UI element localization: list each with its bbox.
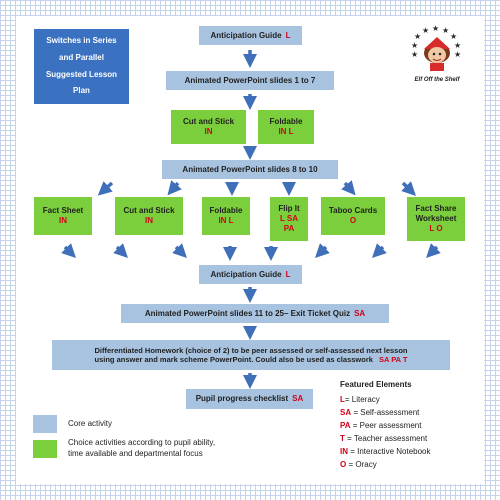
fact-sheet-label: Fact Sheet <box>42 206 84 215</box>
powerpoint-slides-11-25-label: Animated PowerPoint slides 11 to 25– Exi… <box>144 308 351 318</box>
key-peer-assessment-code: PA <box>340 421 351 430</box>
fact-sheet-tag: IN <box>59 216 67 225</box>
key-self-assessment-code: SA <box>340 408 352 417</box>
foldable-tag: IN L <box>278 127 294 136</box>
foldable-activity: Foldable IN L <box>258 110 314 144</box>
foldable-choice-tag: IN L <box>218 216 234 225</box>
key-peer-assessment: PA = Peer assessment <box>340 421 421 430</box>
arrow-down-right-icon <box>401 181 416 196</box>
powerpoint-slides-1-7-label: Animated PowerPoint slides 1 to 7 <box>184 75 316 85</box>
pupil-progress-checklist-label: Pupil progress checklist <box>195 394 289 403</box>
powerpoint-slides-8-10: Animated PowerPoint slides 8 to 10 <box>162 160 338 179</box>
foldable-label: Foldable <box>269 117 303 126</box>
legend-choice-line-2: time available and departmental focus <box>68 448 203 458</box>
elf-logo: ★★★ ★★★ ★★★ Elf Off the Shelf <box>408 24 466 87</box>
cut-and-stick-activity: Cut and Stick IN <box>171 110 246 144</box>
arrow-down-right-icon <box>341 180 356 196</box>
powerpoint-slides-1-7: Animated PowerPoint slides 1 to 7 <box>166 71 334 90</box>
homework-tag: SA PA T <box>379 355 408 364</box>
anticipation-guide-end-label: Anticipation Guide <box>210 269 282 279</box>
logo-text: Elf Off the Shelf <box>414 77 460 83</box>
key-teacher-assessment-code: T <box>340 434 345 443</box>
svg-text:★: ★ <box>422 26 429 35</box>
fact-sheet-activity: Fact Sheet IN <box>34 197 92 235</box>
key-literacy-code: L <box>340 395 345 404</box>
legend-core-swatch <box>33 415 57 433</box>
powerpoint-slides-8-10-label: Animated PowerPoint slides 8 to 10 <box>182 164 318 174</box>
anticipation-guide-start: Anticipation Guide L <box>199 26 302 45</box>
cut-and-stick-label: Cut and Stick <box>182 117 235 126</box>
anticipation-guide-tag: L <box>285 30 291 40</box>
arrow-down-right-icon <box>113 243 128 258</box>
flip-it-tag-2: PA <box>283 224 295 233</box>
arrow-down-right-icon <box>61 243 76 258</box>
legend-core-text: Core activity <box>68 419 113 428</box>
powerpoint-slides-11-25-tag: SA <box>354 308 366 318</box>
pupil-progress-checklist: Pupil progress checklist SA <box>186 389 313 409</box>
svg-text:★: ★ <box>450 32 457 41</box>
legend-choice-text: Choice activities according to pupil abi… <box>68 438 215 460</box>
key-oracy-text: = Oracy <box>346 460 377 469</box>
cut-and-stick-tag: IN <box>204 127 213 136</box>
arrow-down-left-icon <box>97 181 114 196</box>
taboo-cards-tag: O <box>349 216 357 225</box>
arrow-down-left-icon <box>167 180 182 196</box>
flip-it-activity: Flip It L SA PA <box>270 197 308 241</box>
svg-text:★: ★ <box>414 32 421 41</box>
arrow-down-left-icon <box>426 243 441 258</box>
svg-text:★: ★ <box>442 26 449 35</box>
homework-line-2: using answer and mark scheme PowerPoint.… <box>94 355 373 364</box>
powerpoint-slides-11-25: Animated PowerPoint slides 11 to 25– Exi… <box>121 304 389 323</box>
featured-elements-title: Featured Elements <box>340 380 412 389</box>
flip-it-label: Flip It <box>278 204 300 213</box>
svg-text:★: ★ <box>454 41 461 50</box>
key-self-assessment-text: = Self-assessment <box>351 408 420 417</box>
key-literacy: L= Literacy <box>340 395 380 404</box>
foldable-choice-label: Foldable <box>209 206 243 215</box>
anticipation-guide-label: Anticipation Guide <box>210 30 282 40</box>
flip-it-tag: L SA <box>279 214 299 223</box>
key-interactive-notebook-text: = Interactive Notebook <box>348 447 431 456</box>
fact-share-tag: L O <box>429 224 443 233</box>
foldable-choice-activity: Foldable IN L <box>202 197 250 235</box>
homework-line-2-wrap: using answer and mark scheme PowerPoint.… <box>94 355 407 364</box>
key-interactive-notebook: IN = Interactive Notebook <box>340 447 431 456</box>
lesson-plan-title: Switches in Series and Parallel Suggeste… <box>34 29 129 104</box>
svg-text:★: ★ <box>432 25 439 33</box>
fact-share-label-2: Worksheet <box>415 214 457 223</box>
taboo-cards-activity: Taboo Cards O <box>321 197 385 235</box>
cut-and-stick-choice-label: Cut and Stick <box>123 206 175 215</box>
pupil-progress-checklist-tag: SA <box>292 394 304 403</box>
legend-choice-line-1: Choice activities according to pupil abi… <box>68 438 216 447</box>
fact-share-worksheet-activity: Fact Share Worksheet L O <box>407 197 465 241</box>
differentiated-homework: Differentiated Homework (choice of 2) to… <box>52 340 450 370</box>
homework-line-1: Differentiated Homework (choice of 2) to… <box>94 345 408 355</box>
key-interactive-notebook-code: IN <box>340 447 348 456</box>
fact-share-label: Fact Share <box>415 204 457 213</box>
taboo-cards-label: Taboo Cards <box>328 206 378 215</box>
key-teacher-assessment: T = Teacher assessment <box>340 434 427 443</box>
key-peer-assessment-text: = Peer assessment <box>350 421 422 430</box>
title-text: Switches in Series and Parallel Suggeste… <box>45 35 118 96</box>
anticipation-guide-end-tag: L <box>285 269 291 279</box>
elf-logo-graphic: ★★★ ★★★ ★★★ <box>411 24 461 71</box>
cut-and-stick-choice-activity: Cut and Stick IN <box>115 197 183 235</box>
arrow-down-right-icon <box>172 243 187 258</box>
key-oracy-code: O <box>340 460 347 469</box>
legend-choice-swatch <box>33 440 57 458</box>
svg-text:★: ★ <box>454 50 461 59</box>
svg-text:★: ★ <box>411 50 418 59</box>
arrow-down-left-icon <box>372 243 387 258</box>
arrow-down-left-icon <box>315 243 330 258</box>
anticipation-guide-end: Anticipation Guide L <box>199 265 302 284</box>
key-oracy: O = Oracy <box>340 460 377 469</box>
svg-text:★: ★ <box>411 41 418 50</box>
cut-and-stick-choice-tag: IN <box>145 216 153 225</box>
key-self-assessment: SA = Self-assessment <box>340 408 419 417</box>
key-literacy-text: = Literacy <box>344 395 380 404</box>
key-teacher-assessment-text: = Teacher assessment <box>344 434 428 443</box>
